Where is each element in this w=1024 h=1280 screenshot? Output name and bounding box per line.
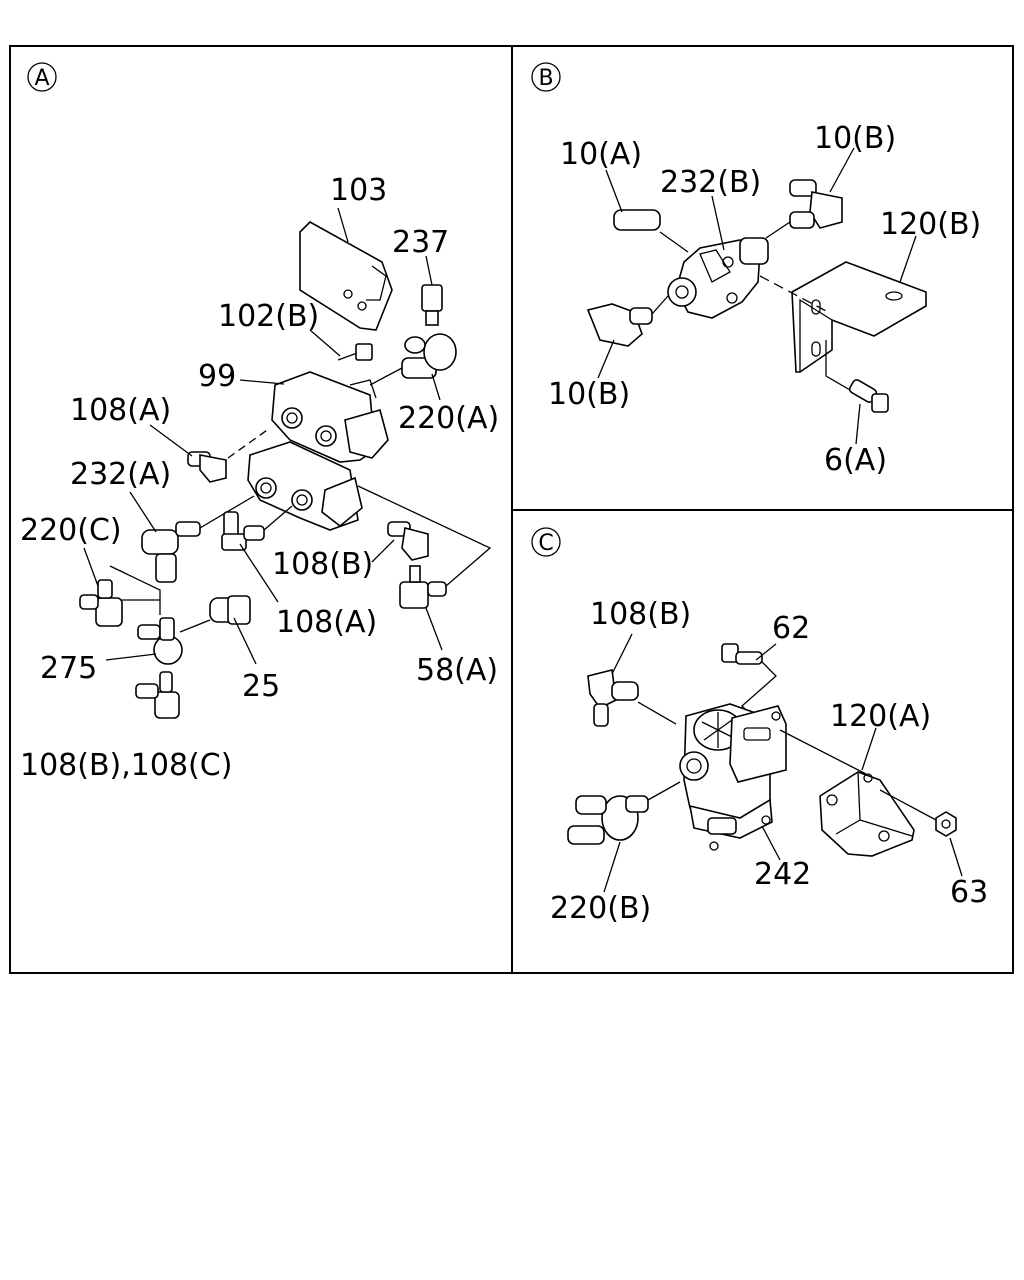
part-10b-elbow-bottom xyxy=(586,295,669,347)
part-valve-body-lower xyxy=(247,441,363,531)
label-120a: 120(A) xyxy=(830,699,931,734)
label-99: 99 xyxy=(198,359,236,394)
part-valve-body-upper xyxy=(271,371,389,463)
part-25-sensor xyxy=(209,595,251,625)
panel-b-marker: B xyxy=(538,66,553,91)
part-220a-tee xyxy=(369,333,457,386)
panel-c-marker: C xyxy=(538,531,553,556)
part-6a-bolt xyxy=(825,340,889,413)
part-103-cover xyxy=(299,221,393,331)
part-275-tee xyxy=(137,617,211,665)
label-62: 62 xyxy=(772,611,810,646)
part-242-valve xyxy=(679,703,787,851)
part-232a-valve xyxy=(141,495,255,583)
label-220b: 220(B) xyxy=(550,891,651,926)
panel-a-marker-circle xyxy=(27,62,57,92)
label-6a: 6(A) xyxy=(824,443,887,478)
part-58a-fitting xyxy=(357,485,492,609)
label-242: 242 xyxy=(754,857,811,892)
part-108a-elbow-lower xyxy=(221,505,293,551)
part-108a-elbow-upper xyxy=(187,427,271,483)
panel-c-leaders xyxy=(603,633,963,893)
panel-a-leaders xyxy=(83,207,443,665)
panel-c-labels: 108(B) 62 120(A) 242 220(B) 63 xyxy=(550,597,988,926)
label-108a-upper: 108(A) xyxy=(70,393,171,428)
label-10a: 10(A) xyxy=(560,137,642,172)
part-232b-valve xyxy=(667,237,769,319)
label-108bc: 108(B),108(C) xyxy=(20,748,232,783)
label-10b-top: 10(B) xyxy=(814,121,896,156)
label-237: 237 xyxy=(392,225,449,260)
label-220c: 220(C) xyxy=(20,513,122,548)
label-108b-c: 108(B) xyxy=(590,597,691,632)
label-63: 63 xyxy=(950,875,988,910)
label-10b-bottom: 10(B) xyxy=(548,377,630,412)
part-102b-bolt xyxy=(337,343,373,361)
label-108b: 108(B) xyxy=(272,547,373,582)
part-63-nut xyxy=(879,789,957,837)
part-220c-fitting xyxy=(79,565,161,627)
part-108b-elbow-c xyxy=(587,669,677,727)
panel-b-labels: 10(A) 10(B) 232(B) 120(B) 10(B) 6(A) xyxy=(548,121,981,478)
part-237-plug xyxy=(421,284,443,326)
panel-a-labels: 103 237 102(B) 99 220(A) 108(A) 232(A) 2… xyxy=(20,173,499,783)
panel-b-leaders xyxy=(597,147,917,445)
panel-a-marker: A xyxy=(34,66,49,91)
part-220b-tee xyxy=(567,781,681,845)
part-120a-bracket xyxy=(779,729,915,857)
part-62-bolt xyxy=(721,643,777,713)
part-10b-elbow-top xyxy=(765,179,843,239)
panel-a: A xyxy=(20,62,499,783)
part-108bc-fitting xyxy=(135,671,180,719)
panel-c-marker-circle xyxy=(531,527,561,557)
panel-b: B xyxy=(531,62,981,478)
label-220a: 220(A) xyxy=(398,401,499,436)
panel-c: C xyxy=(531,527,988,926)
label-232b: 232(B) xyxy=(660,165,761,200)
label-102b: 102(B) xyxy=(218,299,319,334)
label-103: 103 xyxy=(330,173,387,208)
label-120b: 120(B) xyxy=(880,207,981,242)
label-58a: 58(A) xyxy=(416,653,498,688)
label-275: 275 xyxy=(40,651,97,686)
part-10a-fitting xyxy=(613,209,689,253)
label-108a-lower: 108(A) xyxy=(276,605,377,640)
part-108b-elbow xyxy=(387,521,429,561)
panel-b-marker-circle xyxy=(531,62,561,92)
label-25: 25 xyxy=(242,669,280,704)
label-232a: 232(A) xyxy=(70,457,171,492)
